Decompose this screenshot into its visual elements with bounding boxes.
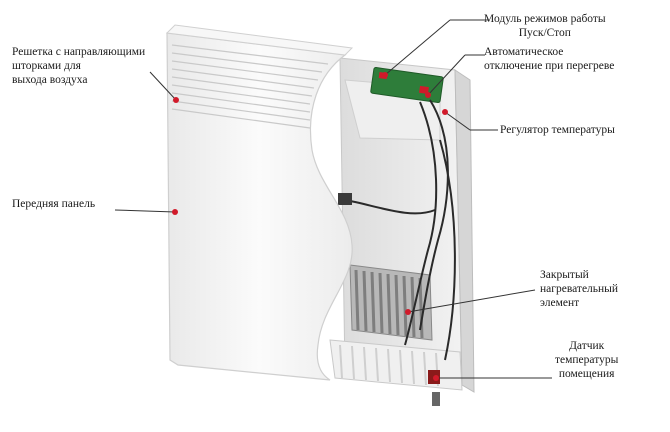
side-edge bbox=[454, 69, 475, 393]
label-line: нагревательный bbox=[540, 283, 619, 295]
label-line: элемент bbox=[540, 297, 580, 309]
leader-lines bbox=[114, 19, 552, 379]
label-line: Пуск/Стоп bbox=[518, 27, 571, 39]
control-board bbox=[370, 67, 444, 103]
label-line: шторками для bbox=[12, 60, 81, 72]
label-line: Закрытый bbox=[540, 269, 589, 281]
front-panel-shape bbox=[166, 32, 353, 381]
label-room-sensor: Датчик температуры помещения bbox=[555, 339, 618, 381]
label-line: Модуль режимов работы bbox=[484, 13, 606, 25]
label-line: температуры bbox=[555, 354, 619, 366]
leader-front-panel bbox=[114, 209, 176, 213]
label-line: Автоматическое bbox=[484, 46, 564, 58]
pointer-dots bbox=[172, 72, 448, 381]
pointer-dot bbox=[433, 375, 439, 381]
leader-mode-module bbox=[384, 19, 451, 76]
leader-heating-element bbox=[407, 289, 536, 313]
pointer-dot bbox=[382, 72, 388, 78]
label-line: помещения bbox=[558, 368, 615, 380]
label-line: выхода воздуха bbox=[12, 74, 88, 86]
cables bbox=[344, 99, 456, 361]
label-front-panel: Передняя панель bbox=[12, 197, 95, 211]
label-thermostat: Регулятор температуры bbox=[500, 123, 615, 137]
front-louvres bbox=[171, 44, 329, 129]
label-line: Решетка с направляющими bbox=[12, 46, 146, 58]
leader-auto-shutoff bbox=[427, 54, 466, 96]
label-grille: Решетка с направляющими шторками для вых… bbox=[12, 45, 145, 87]
label-mode-module: Модуль режимов работы Пуск/Стоп bbox=[484, 12, 606, 40]
pointer-dot bbox=[173, 97, 179, 103]
label-line: Регулятор температуры bbox=[500, 124, 615, 136]
leader-thermostat bbox=[444, 111, 471, 131]
pointer-dot bbox=[172, 209, 178, 215]
foot bbox=[432, 392, 440, 406]
pointer-dot bbox=[405, 309, 411, 315]
label-line: Передняя панель bbox=[12, 198, 96, 210]
pointer-dot bbox=[425, 92, 431, 98]
label-heating-element: Закрытый нагревательный элемент bbox=[540, 268, 618, 310]
label-line: Датчик bbox=[569, 340, 605, 352]
thermostat-part bbox=[338, 193, 352, 205]
leader-grille bbox=[149, 71, 177, 101]
label-auto-shutoff: Автоматическое отключение при перегреве bbox=[484, 45, 614, 73]
pointer-dot bbox=[442, 109, 448, 115]
label-line: отключение при перегреве bbox=[484, 60, 615, 72]
